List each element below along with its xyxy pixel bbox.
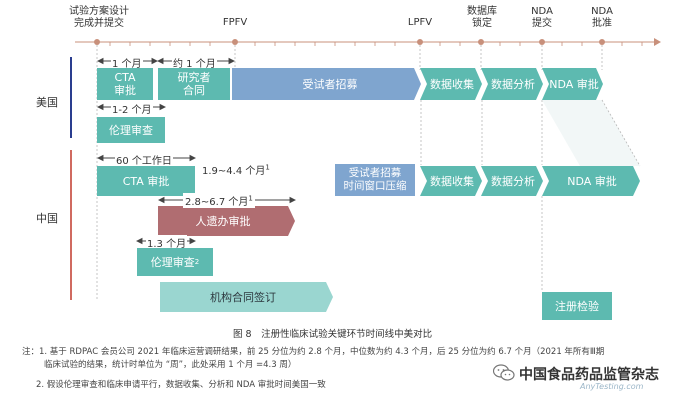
watermark-name: 中国食品药品监管杂志 xyxy=(519,367,659,383)
milestone-guides xyxy=(96,45,603,300)
usa-recruit-label: 受试者招募 xyxy=(302,77,358,91)
milestone-fpfv: FPFV xyxy=(222,17,248,28)
cn-nda-label: NDA 审批 xyxy=(567,174,617,188)
milestone-protocol: 试验方案设计 完成并提交 xyxy=(69,6,129,29)
cn-cta-duration-months: 1.9~4.4 个月1 xyxy=(202,162,270,177)
cn-cta-duration-workdays: 60 个工作日 xyxy=(115,152,173,167)
cn-cta-bar: CTA 审批 xyxy=(97,166,195,196)
cn-genetic-label: 人遗办审批 xyxy=(195,214,251,228)
milestone-nda-submit: NDA 提交 xyxy=(531,6,553,29)
cn-recruit-bar: 受试者招募 时间窗口压缩 xyxy=(335,164,415,196)
cn-nda-bar xyxy=(542,166,640,196)
usa-nda-label: NDA 审批 xyxy=(549,77,599,91)
cn-analysis-bar xyxy=(481,166,543,196)
row-label-china: 中国 xyxy=(36,212,58,225)
usa-analysis-bar xyxy=(481,68,543,100)
watermark-sub: AnyTesting.com xyxy=(580,382,644,391)
usa-data-label: 数据收集 xyxy=(430,77,474,91)
note-1b: 临床试验的结果，统计时单位为 “周”，此处采用 1 个月 =4.3 周） xyxy=(44,360,297,370)
usa-data-bar xyxy=(420,68,482,100)
cn-data-bar xyxy=(420,166,482,196)
note-1a: 注：1. 基于 RDPAC 会员公司 2021 年临床运营调研结果，前 25 分… xyxy=(22,347,605,357)
cn-cta-footnote-ref: 1 xyxy=(265,163,270,172)
cn-inspection-bar: 注册检验 xyxy=(542,292,612,320)
usa-ethics-duration: 1-2 个月 xyxy=(111,101,153,116)
milestone-dot-lpfv xyxy=(417,39,423,45)
cn-genetic-bar xyxy=(158,206,295,236)
timeline-ticks xyxy=(109,42,643,46)
usa-analysis-label: 数据分析 xyxy=(491,77,535,91)
usa-cta-bar: CTA 审批 xyxy=(97,68,153,100)
milestone-dot-nda-submit xyxy=(539,39,545,45)
usa-ethics-bar: 伦理审查 xyxy=(97,117,165,143)
cn-genetic-duration-text: 2.8~6.7 个月 xyxy=(185,197,249,208)
note-2: 2. 假设伦理审查和临床申请平行，数据收集、分析和 NDA 审批时间美国一致 xyxy=(36,380,326,390)
usa-nda-bar xyxy=(542,68,603,100)
cn-genetic-duration: 2.8~6.7 个月1 xyxy=(183,193,255,208)
milestone-dot-nda-approve xyxy=(599,39,605,45)
usa-contract-bar: 研究者 合同 xyxy=(158,68,230,100)
row-label-usa: 美国 xyxy=(36,96,58,109)
cn-ethics-duration: 1.3 个月 xyxy=(146,235,188,250)
nda-connector xyxy=(542,100,640,166)
cn-contract-bar xyxy=(160,282,333,312)
cn-contract-label: 机构合同签订 xyxy=(210,290,276,304)
usa-recruit-bar xyxy=(232,68,421,100)
cn-analysis-label: 数据分析 xyxy=(491,174,535,188)
figure-caption: 图 8 注册性临床试验关键环节时间线中美对比 xyxy=(233,329,433,340)
cn-ethics-label: 伦理审查 xyxy=(150,255,195,269)
milestone-dot-dblock xyxy=(478,39,484,45)
milestone-dot-protocol xyxy=(94,39,100,45)
cn-data-label: 数据收集 xyxy=(430,174,474,188)
milestone-dot-fpfv xyxy=(232,39,238,45)
cn-ethics-footnote-ref: 2 xyxy=(194,257,200,266)
timeline-arrowhead xyxy=(654,38,661,46)
wechat-icon xyxy=(492,364,515,382)
usa-cta-duration: 1 个月 xyxy=(111,55,143,70)
milestone-db-lock: 数据库 锁定 xyxy=(467,6,497,29)
cn-cta-duration-text: 1.9~4.4 个月 xyxy=(202,166,266,177)
milestone-nda-approve: NDA 批准 xyxy=(591,6,613,29)
cn-genetic-footnote-ref: 1 xyxy=(248,194,253,203)
milestone-lpfv: LPFV xyxy=(407,17,433,28)
usa-contract-duration: 约 1 个月 xyxy=(172,55,217,70)
